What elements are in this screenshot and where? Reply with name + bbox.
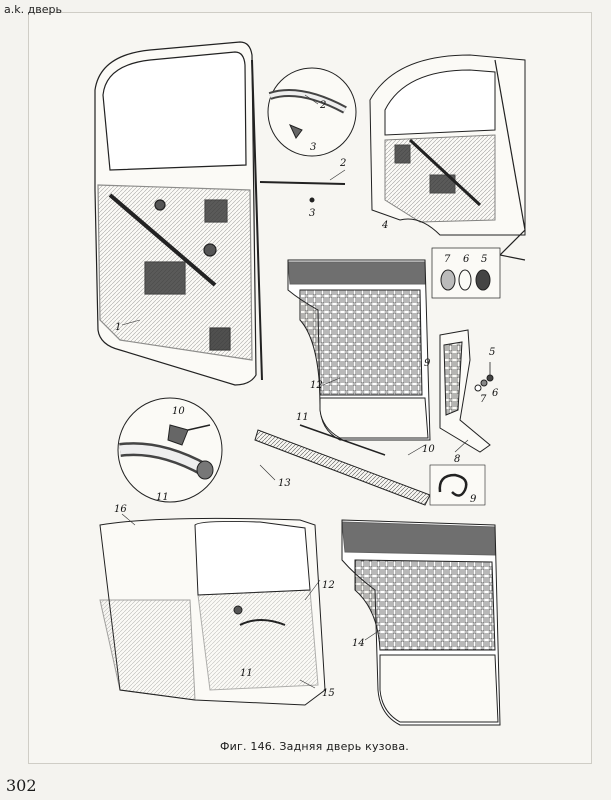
callout-13: 13 [278,478,291,489]
callout-15: 15 [322,688,335,699]
callout-11-lower: 11 [240,668,253,679]
callout-16: 16 [114,504,127,515]
seal-clip-detail [429,464,486,506]
callout-2-inset: 2 [319,100,326,111]
callout-12: 12 [310,380,323,391]
callout-5-inset: 5 [481,254,487,265]
callout-14: 14 [352,638,365,649]
callout-11-strip: 11 [296,412,309,423]
callout-6: 6 [492,388,499,399]
page-number: 302 [6,776,37,795]
car-rear-door-view [369,54,526,261]
door-trim-panel-lower [341,519,501,726]
small-washers [474,362,494,392]
callout-10-inset: 10 [172,406,185,417]
callout-7: 7 [480,394,487,405]
callout-3-inset: 3 [310,142,316,153]
callout-11-inset: 11 [156,492,169,503]
callout-leaders [121,94,469,689]
callout-6-inset: 6 [463,254,470,265]
handle-washers-inset [431,247,501,299]
callout-1: 1 [115,322,121,333]
callout-8: 8 [454,454,460,465]
seal-detail-inset [259,67,357,203]
running-title: a.k. дверь [4,3,62,16]
callout-3: 3 [309,208,315,219]
car-interior-door-view [99,517,326,706]
callout-9-clip: 9 [470,494,477,505]
callout-10: 10 [422,444,435,455]
door-inner-panel [94,41,263,386]
callout-7-inset: 7 [444,254,451,265]
seal-profile-inset [117,397,223,503]
callout-9: 9 [424,358,431,369]
callout-4: 4 [381,220,388,231]
callout-2: 2 [339,158,346,169]
callout-5: 5 [489,347,495,358]
door-trim-panel [287,259,431,441]
callout-12-lower: 12 [322,580,335,591]
figure-caption: Фиг. 146. Задняя дверь кузова. [220,740,409,753]
armrest-part [439,329,491,453]
